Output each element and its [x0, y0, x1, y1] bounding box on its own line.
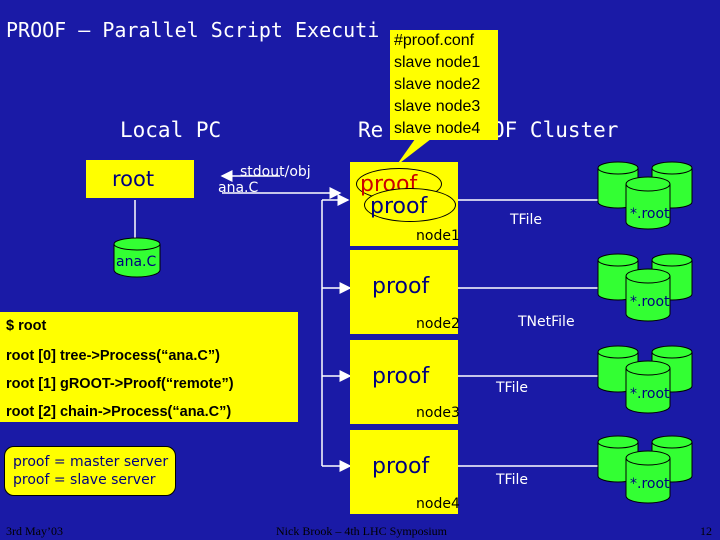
ana-c-cylinder [113, 237, 161, 278]
legend-box: proof = master server proof = slave serv… [4, 446, 176, 496]
footer-center: Nick Brook – 4th LHC Symposium [276, 524, 448, 538]
command-line: $ root [6, 318, 47, 334]
node2-file-label: TNetFile [518, 314, 575, 330]
disk-stack-1 [597, 161, 693, 230]
node4-file-label: TFile [496, 472, 528, 488]
callout-line: slave node4 [394, 120, 481, 137]
local-pc-label: Local PC [120, 118, 222, 142]
callout-line: #proof.conf [394, 32, 475, 49]
command-line: root [2] chain->Process(“ana.C”) [6, 404, 232, 420]
legend-slave: proof = slave server [13, 472, 156, 488]
node1-label: node1 [416, 228, 460, 244]
command-panel: $ root root [0] tree->Process(“ana.C”) r… [0, 312, 298, 422]
node4-label: node4 [416, 496, 460, 512]
disk-stack-4 [597, 435, 693, 504]
stdout-label: stdout/obj [240, 164, 311, 180]
node4-box [350, 430, 458, 514]
legend-master: proof = master server [13, 454, 169, 470]
proof-conf-callout: #proof.conf slave node1 slave node2 slav… [390, 30, 498, 140]
ana-c-arrow-label: ana.C [218, 180, 259, 196]
callout-line: slave node3 [394, 98, 481, 115]
callout-tail [396, 132, 440, 166]
remote-label-left: Re [358, 118, 384, 142]
node3-box [350, 340, 458, 424]
node2-proof: proof [372, 274, 430, 299]
disk-stack-2 [597, 253, 693, 322]
command-line: root [1] gROOT->Proof(“remote”) [6, 376, 234, 392]
root-box: root [86, 160, 194, 198]
disk-3-label: *.root [630, 386, 670, 402]
node1-slave-proof [364, 188, 456, 222]
footer-page: 12 [700, 524, 712, 538]
node2-label: node2 [416, 316, 460, 332]
node2-box [350, 250, 458, 334]
remote-label-right: OF Cluster [492, 118, 619, 142]
disk-2-label: *.root [630, 294, 670, 310]
disk-stack-3 [597, 345, 693, 414]
page-title: PROOF – Parallel Script Executi [6, 18, 380, 42]
disk-4-label: *.root [630, 476, 670, 492]
node3-proof: proof [372, 364, 430, 389]
command-line: root [0] tree->Process(“ana.C”) [6, 348, 220, 364]
footer-date: 3rd May’03 [6, 524, 63, 538]
ana-c-cylinder-label: ana.C [116, 254, 157, 270]
node3-label: node3 [416, 405, 460, 421]
callout-line: slave node1 [394, 54, 481, 71]
disk-1-label: *.root [630, 206, 670, 222]
node1-proof-front: proof [370, 194, 428, 219]
node1-file-label: TFile [510, 212, 542, 228]
root-box-label: root [112, 167, 155, 191]
node3-file-label: TFile [496, 380, 528, 396]
callout-line: slave node2 [394, 76, 481, 93]
node4-proof: proof [372, 454, 430, 479]
